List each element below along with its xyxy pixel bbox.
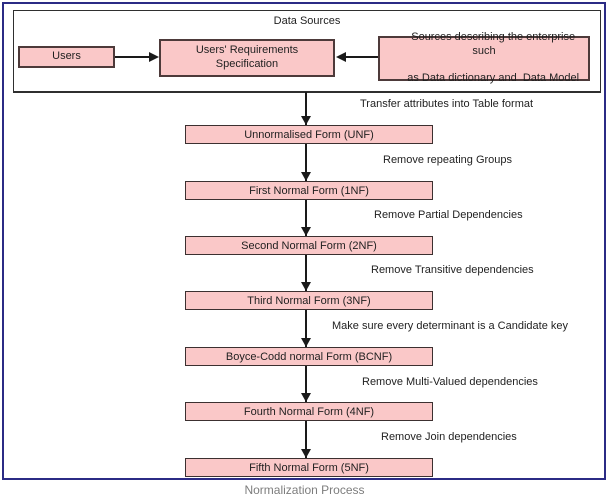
- transition-label: Remove Partial Dependencies: [374, 209, 523, 221]
- arrowhead-right-icon: [149, 52, 159, 62]
- users-to-urs-arrow-line: [113, 56, 149, 58]
- arrowhead-down-icon: [301, 282, 311, 291]
- arrowhead-down-icon: [301, 116, 311, 125]
- transition-label: Remove Transitive dependencies: [371, 264, 534, 276]
- data-sources-title: Data Sources: [273, 15, 341, 27]
- flow-box-5nf: Fifth Normal Form (5NF): [185, 458, 433, 477]
- users-box: Users: [18, 46, 115, 68]
- flow-box-bcnf: Boyce-Codd normal Form (BCNF): [185, 347, 433, 366]
- transition-label: Remove repeating Groups: [383, 154, 513, 166]
- arrowhead-down-icon: [301, 449, 311, 458]
- arrowhead-left-icon: [336, 52, 346, 62]
- flow-box-1nf: First Normal Form (1NF): [185, 181, 433, 200]
- arrowhead-down-icon: [301, 338, 311, 347]
- flow-box-2nf: Second Normal Form (2NF): [185, 236, 433, 255]
- flow-box-unf: Unnormalised Form (UNF): [185, 125, 433, 144]
- sources-to-urs-arrow-line: [345, 56, 379, 58]
- users-requirements-specification-box: Users' Requirements Specification: [159, 39, 335, 77]
- flow-box-3nf: Third Normal Form (3NF): [185, 291, 433, 310]
- transition-label: Make sure every determinant is a Candida…: [332, 320, 569, 332]
- sources-description-box: Sources describing the enterprise such a…: [378, 31, 590, 84]
- users-box-label: Users: [52, 50, 81, 63]
- flow-box-4nf: Fourth Normal Form (4NF): [185, 402, 433, 421]
- arrowhead-down-icon: [301, 393, 311, 402]
- flow-arrow-line: [305, 92, 307, 458]
- arrowhead-down-icon: [301, 172, 311, 181]
- urs-box-label: Users' Requirements Specification: [195, 44, 299, 70]
- transition-label: Transfer attributes into Table format: [360, 98, 534, 110]
- sources-box-label: Sources describing the enterprise such a…: [407, 31, 580, 85]
- transition-label: Remove Multi-Valued dependencies: [362, 376, 538, 388]
- transition-label: Remove Join dependencies: [381, 431, 517, 443]
- diagram-caption: Normalization Process: [244, 483, 365, 497]
- diagram-frame: [2, 2, 606, 480]
- arrowhead-down-icon: [301, 227, 311, 236]
